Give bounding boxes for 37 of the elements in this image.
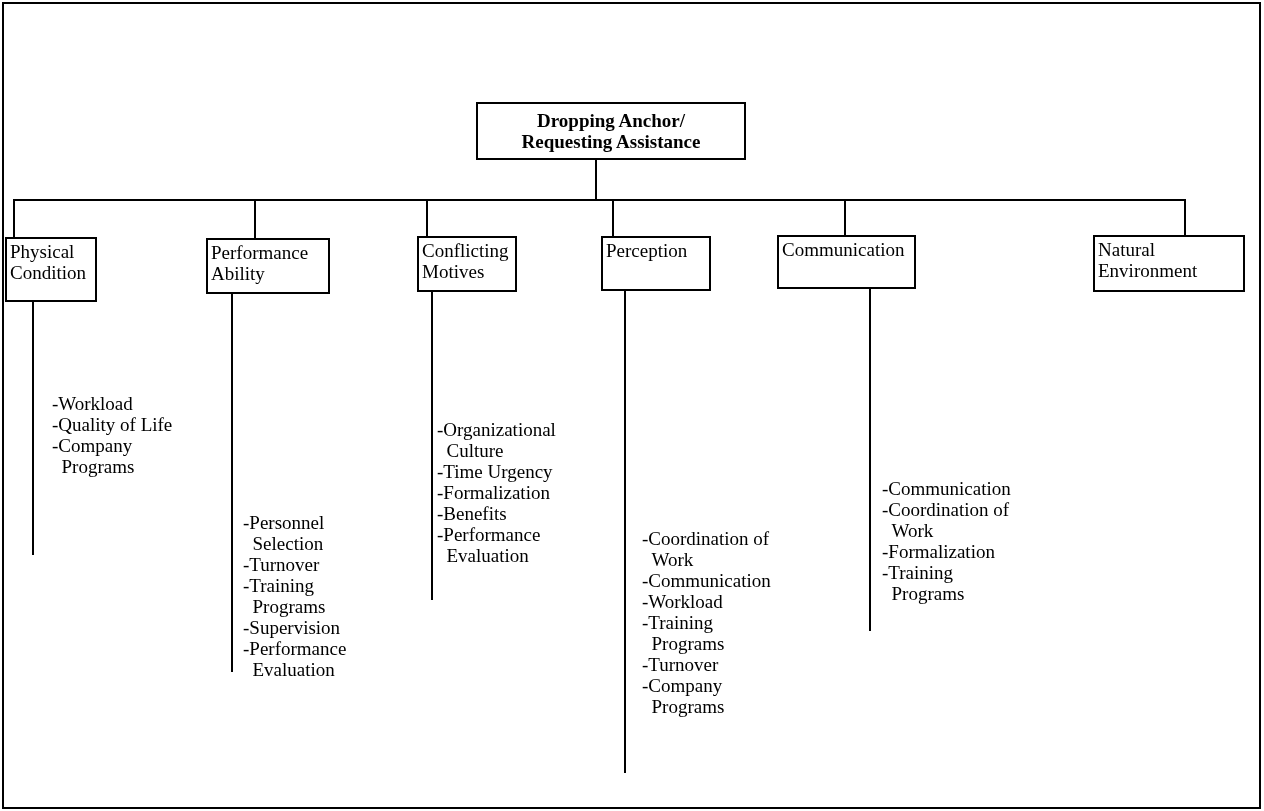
list-item: -Training Programs: [243, 575, 327, 617]
category-box: [417, 236, 517, 292]
category-box: [1093, 235, 1245, 292]
list-item: -Communication: [642, 570, 772, 591]
node-label: Perception: [606, 240, 689, 261]
list-item: -Coordination of Work: [642, 528, 771, 570]
node-label: Natural Environment: [1098, 239, 1199, 281]
list-item: -Turnover: [642, 654, 720, 675]
list-item: -Quality of Life: [52, 414, 174, 435]
list-item: -Time Urgency: [437, 461, 554, 482]
list-item: -Organizational Culture: [437, 419, 557, 461]
list-item: -Benefits: [437, 503, 508, 524]
category-box: [206, 238, 330, 294]
list-item: -Formalization: [437, 482, 551, 503]
list-item: -Communication: [882, 478, 1012, 499]
list-item: -Workload: [642, 591, 724, 612]
list-item: -Training Programs: [882, 562, 966, 604]
list-item: -Formalization: [882, 541, 996, 562]
list-item: -Performance Evaluation: [437, 524, 542, 566]
category-box: [601, 236, 711, 291]
list-item: -Company Programs: [642, 675, 726, 717]
list-item: -Performance Evaluation: [243, 638, 348, 680]
node-label: Dropping Anchor/ Requesting Assistance: [520, 110, 702, 152]
category-box: [5, 237, 97, 302]
list-item: -Company Programs: [52, 435, 136, 477]
node-label: Physical Condition: [10, 241, 87, 283]
list-item: -Personnel Selection: [243, 512, 326, 554]
node-label: Communication: [782, 239, 906, 260]
node-label: Performance Ability: [211, 242, 310, 284]
category-box: [777, 235, 916, 289]
node-label: Conflicting Motives: [422, 240, 510, 282]
title-box: [476, 102, 746, 160]
list-item: -Coordination of Work: [882, 499, 1011, 541]
list-item: -Turnover: [243, 554, 321, 575]
list-item: -Training Programs: [642, 612, 726, 654]
list-item: -Workload: [52, 393, 134, 414]
list-item: -Supervision: [243, 617, 342, 638]
